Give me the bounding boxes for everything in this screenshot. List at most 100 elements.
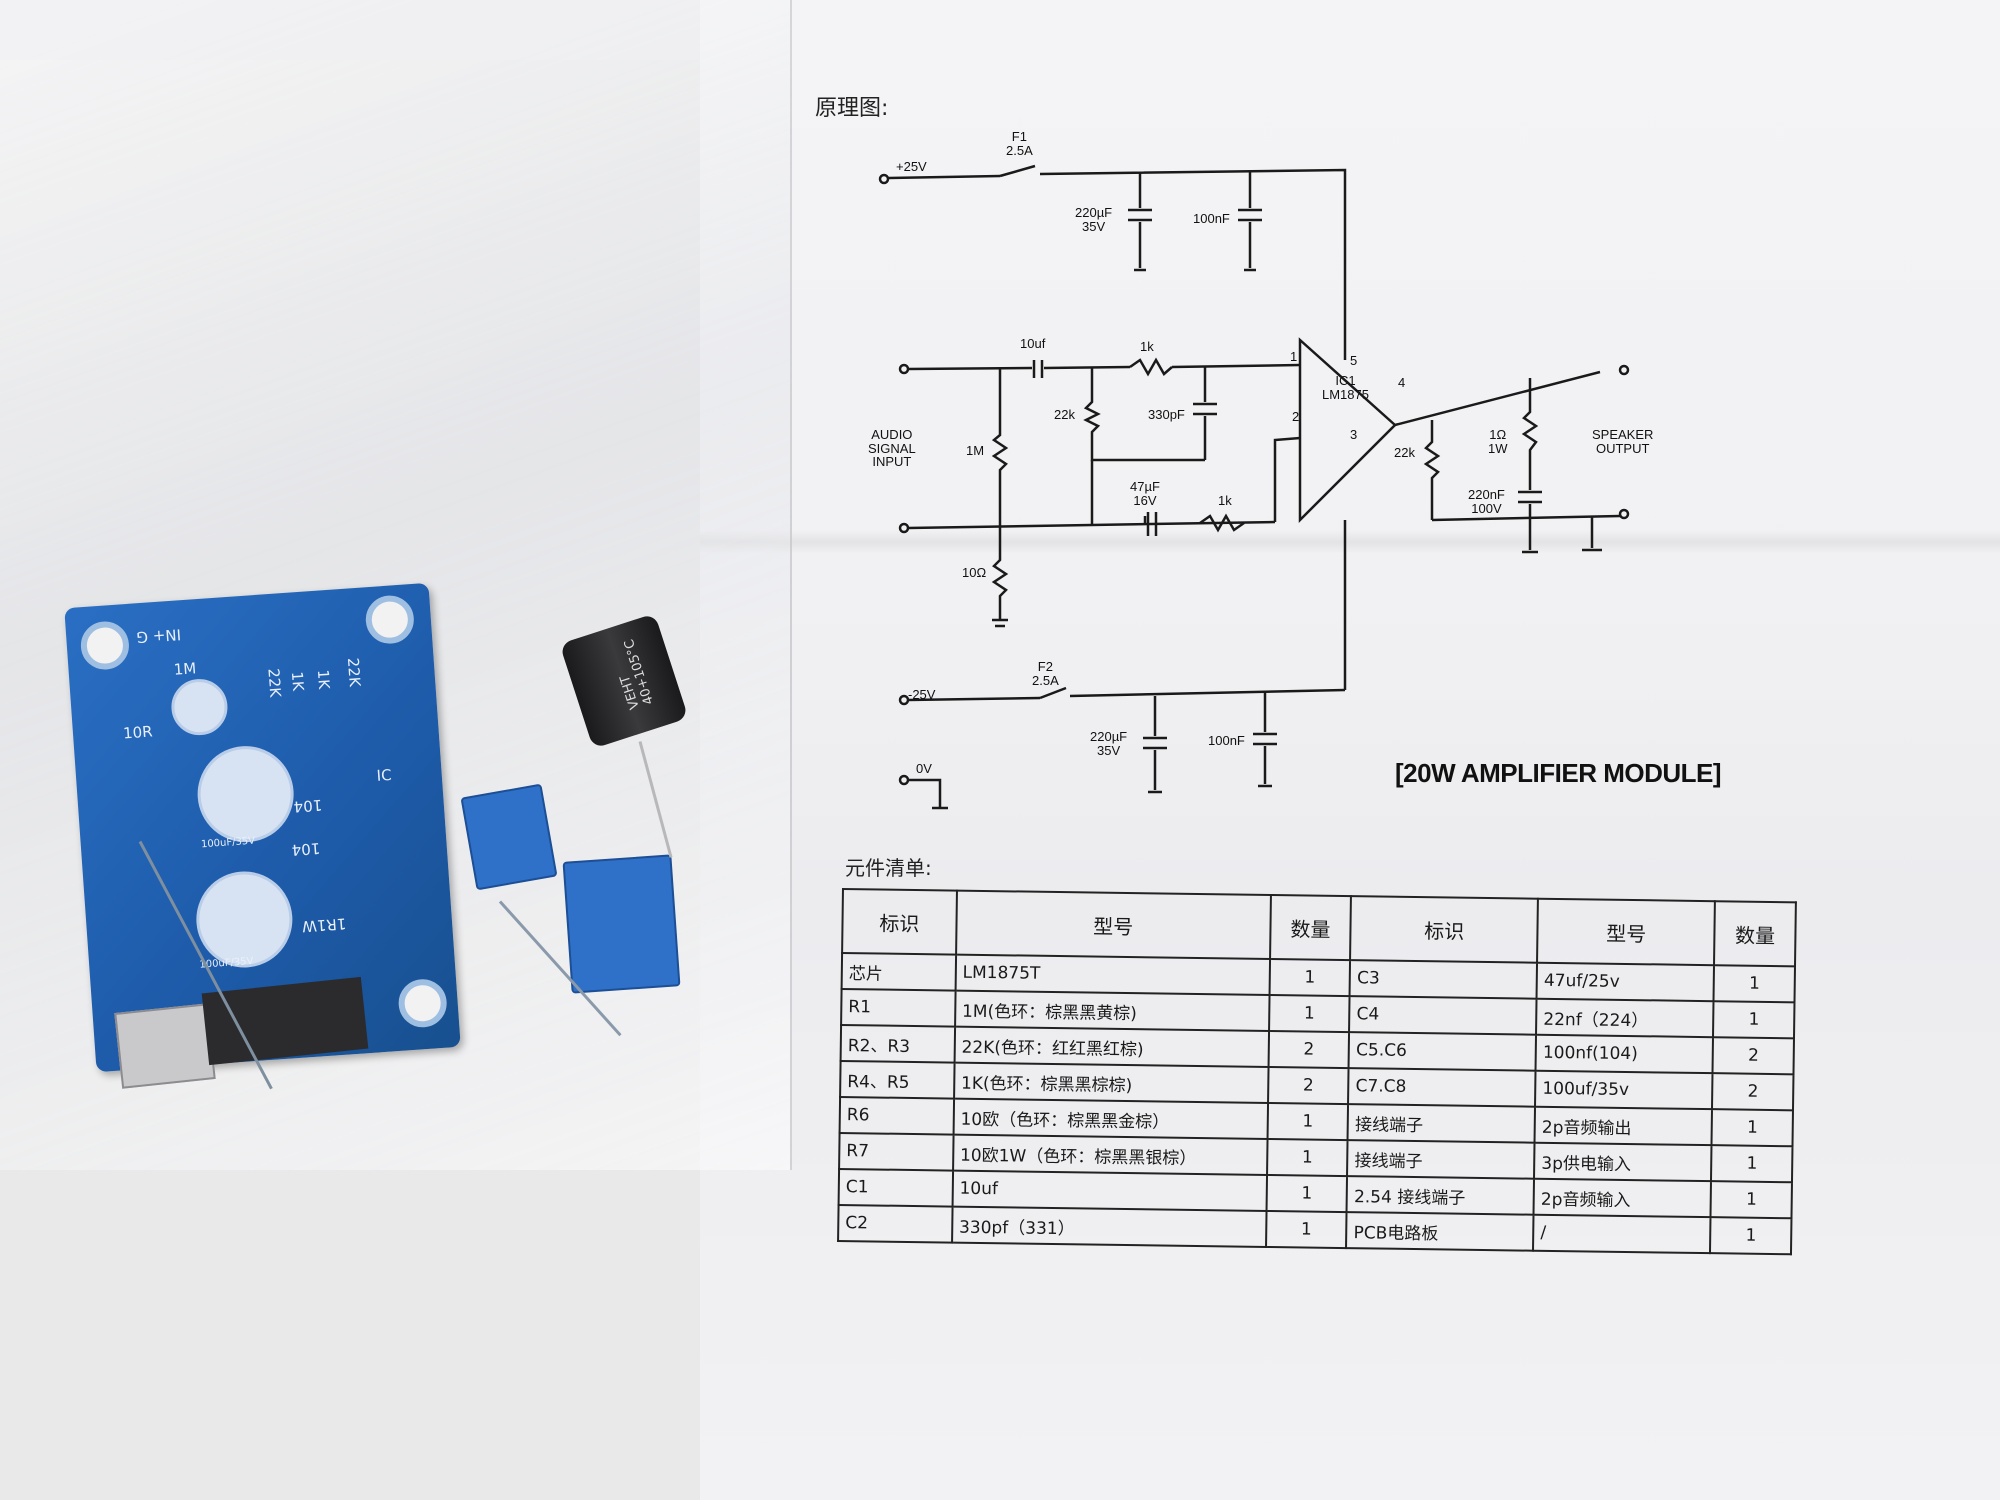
bom-cell: 22K(色环：红红黑红棕) (954, 1026, 1269, 1067)
label-r-22k-b: 22k (1394, 445, 1415, 460)
mount-hole (79, 619, 131, 672)
silk-ic: IC (376, 765, 393, 785)
label-r-1m: 1M (966, 443, 985, 458)
label-pin-5: 5 (1350, 353, 1358, 368)
label-r-22k-a: 22k (1054, 407, 1075, 422)
bom-cell: 2 (1267, 1066, 1349, 1105)
bom-cell: 100uf/35v (1535, 1070, 1713, 1110)
silk-10r: 10R (122, 722, 154, 743)
bom-cell: 芯片 (841, 953, 956, 991)
label-ic1: IC1 LM1875 (1322, 373, 1369, 402)
label-c-47uf: 47µF 16V (1130, 479, 1160, 508)
bom-cell: 1 (1713, 965, 1795, 1003)
label-audio-input: AUDIO SIGNAL INPUT (868, 427, 916, 470)
label-pin-1: 1 (1290, 349, 1298, 364)
label-pin-2: 2 (1292, 409, 1300, 424)
label-speaker-output: SPEAKER OUTPUT (1592, 427, 1654, 456)
bom-cell: 2 (1712, 1037, 1794, 1075)
silk-104: 104 (291, 839, 321, 860)
label-c-220uf-bottom: 220µF 35V (1090, 729, 1128, 758)
terminal-block-3p (562, 854, 681, 994)
bom-cell: 1 (1266, 1138, 1348, 1177)
bom-cell: R2、R3 (840, 1025, 955, 1063)
bom-cell: C2 (838, 1204, 953, 1243)
bom-cell: 1 (1711, 1145, 1793, 1183)
bom-cell: 3p供电输入 (1534, 1142, 1712, 1182)
capacitor-footprint (194, 742, 297, 846)
mount-hole (397, 977, 449, 1029)
bom-header-cell: 数量 (1714, 901, 1796, 967)
label-0v: 0V (916, 761, 932, 776)
bom-header-cell: 型号 (1537, 898, 1716, 966)
label-pin-4: 4 (1398, 375, 1406, 390)
bom-cell: 2 (1712, 1073, 1794, 1111)
bom-cell: 接线端子 (1347, 1140, 1535, 1179)
silk-input: IN+ G (135, 625, 182, 647)
label-c-220uf-top: 220µF 35V (1075, 205, 1113, 234)
capacitor-marking: VEHT 40+105°C (617, 637, 658, 712)
bom-cell: 1 (1711, 1109, 1793, 1147)
bom-cell: R4、R5 (840, 1060, 955, 1099)
silk-cap-rating: 100uF/35V (200, 835, 256, 851)
bom-cell: 接线端子 (1347, 1104, 1536, 1143)
bom-cell: 1 (1268, 994, 1350, 1033)
silk-22k: 22K (264, 667, 285, 698)
bom-cell: 1M(色环：棕黑黑黄棕) (954, 990, 1270, 1031)
label-pin-3: 3 (1350, 427, 1358, 442)
mount-hole (364, 593, 416, 646)
label-r-1k-top: 1k (1140, 339, 1154, 354)
bom-cell: R7 (839, 1132, 954, 1171)
paper-fold (700, 530, 2000, 554)
bom-cell: 10欧1W（色环：棕黑黑银棕） (952, 1134, 1268, 1175)
bom-cell: 10欧（色环：棕黑黑金棕） (953, 1098, 1268, 1139)
bom-cell: R1 (841, 989, 956, 1027)
bom-header-cell: 数量 (1269, 894, 1352, 961)
bom-table: 标识 型号 数量 标识 型号 数量 芯片 LM1875T 1 C3 47uf/2… (837, 888, 1797, 1255)
bom-header-cell: 型号 (955, 890, 1271, 959)
ic-heatsink-tab (114, 1003, 216, 1089)
schematic-heading: 原理图: (815, 96, 889, 121)
bom-cell: C3 (1349, 960, 1538, 999)
bom-caption: 元件清单: (845, 856, 932, 880)
bom-cell: 1 (1710, 1181, 1792, 1219)
bom-cell: C4 (1349, 996, 1537, 1035)
bom-header-cell: 标识 (842, 889, 957, 955)
bom-cell: 10uf (952, 1170, 1267, 1211)
bom-cell: 1 (1269, 958, 1351, 997)
silk-22k: 22K (343, 657, 364, 688)
bom-cell: 2.54 接线端子 (1346, 1176, 1535, 1215)
silk-1k: 1K (313, 669, 334, 690)
label-c-100nf-top: 100nF (1193, 211, 1230, 226)
label-c-330pf: 330pF (1148, 407, 1185, 422)
label-c-10uf: 10uf (1020, 336, 1046, 351)
bom-cell: 1 (1713, 1001, 1795, 1039)
label-f2: F2 2.5A (1032, 659, 1059, 688)
label-r-1ohm: 1Ω 1W (1488, 427, 1508, 456)
bom-cell: C7.C8 (1348, 1068, 1536, 1107)
bom-cell: 2p音频输出 (1534, 1106, 1713, 1146)
silk-1m: 1M (173, 659, 197, 679)
bom-cell: 1 (1267, 1102, 1349, 1141)
instruction-sheet (700, 0, 2000, 1500)
bom-cell: LM1875T (955, 954, 1270, 995)
silk-104: 104 (293, 795, 323, 816)
bom-cell: 1K(色环：棕黑黑棕棕) (953, 1062, 1269, 1103)
bom-cell: 2p音频输入 (1533, 1178, 1712, 1218)
bom-cell: 1 (1710, 1217, 1792, 1255)
label-c-100nf-bottom: 100nF (1208, 733, 1245, 748)
bom-cell: 1 (1265, 1210, 1347, 1249)
silk-1k: 1K (287, 670, 308, 692)
bom-header-cell: 标识 (1350, 896, 1539, 963)
bom-cell: 100nf(104) (1535, 1034, 1714, 1074)
bag-seal (0, 0, 700, 60)
capacitor-footprint (193, 868, 296, 971)
terminal-block-2p (460, 783, 558, 891)
bom-cell: 22nf（224） (1536, 998, 1714, 1038)
bom-cell: / (1533, 1214, 1711, 1254)
module-title: [20W AMPLIFIER MODULE] (1395, 758, 1722, 788)
bom-cell: R6 (839, 1096, 954, 1135)
bom-cell: 2 (1268, 1030, 1350, 1069)
bom-cell: 47uf/25v (1536, 962, 1715, 1002)
